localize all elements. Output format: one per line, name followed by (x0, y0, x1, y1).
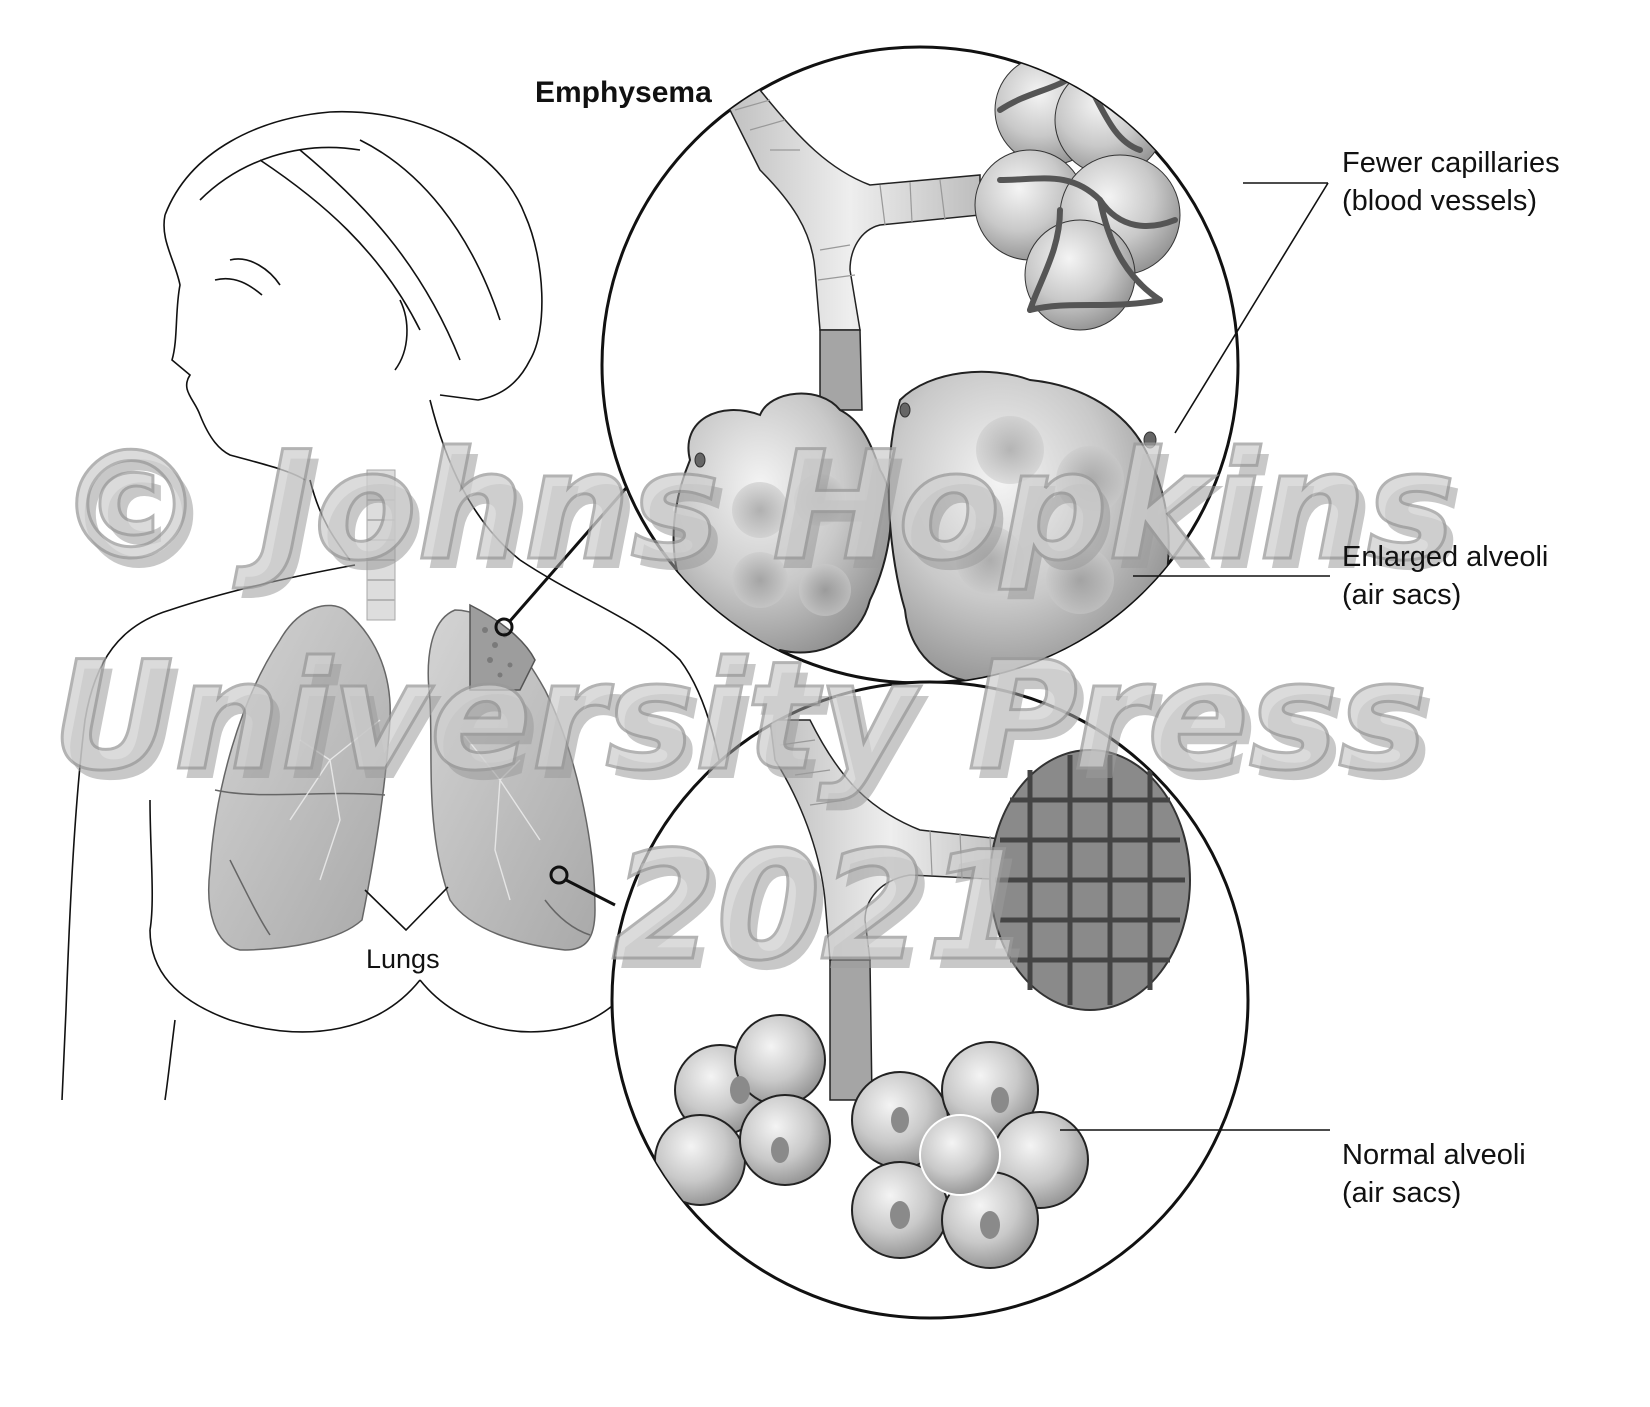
diagram-title: Emphysema (535, 76, 712, 109)
callout-fewer-capillaries-line2: (blood vessels) (1342, 185, 1538, 217)
left-lung (427, 609, 596, 951)
emphysema-inset (600, 45, 1240, 685)
callout-enlarged-alveoli-line2: (air sacs) (1342, 579, 1462, 611)
callout-enlarged-alveoli: Enlarged alveoli (air sacs) (1342, 538, 1548, 614)
lungs-leader (364, 886, 449, 932)
callout-normal-alveoli: Normal alveoli (air sacs) (1342, 1136, 1526, 1212)
capillary-network-cluster (989, 749, 1191, 1011)
callout-enlarged-alveoli-line1: Enlarged alveoli (1342, 541, 1549, 573)
lungs (208, 603, 596, 951)
callout-normal-alveoli-line2: (air sacs) (1342, 1177, 1462, 1209)
callout-fewer-capillaries-line1: Fewer capillaries (1342, 147, 1560, 179)
normal-inset (610, 680, 1250, 1320)
enlarged-alveoli-cluster (672, 370, 1170, 683)
right-lung (208, 604, 391, 951)
callout-fewer-capillaries: Fewer capillaries (blood vessels) (1342, 144, 1560, 220)
fewer-capillaries-cluster (974, 54, 1181, 331)
callout-leaders (1060, 182, 1330, 1131)
callout-normal-alveoli-line1: Normal alveoli (1342, 1139, 1526, 1171)
normal-alveoli-cluster (654, 1014, 1089, 1269)
lungs-label: Lungs (366, 944, 440, 974)
trachea (366, 469, 396, 621)
